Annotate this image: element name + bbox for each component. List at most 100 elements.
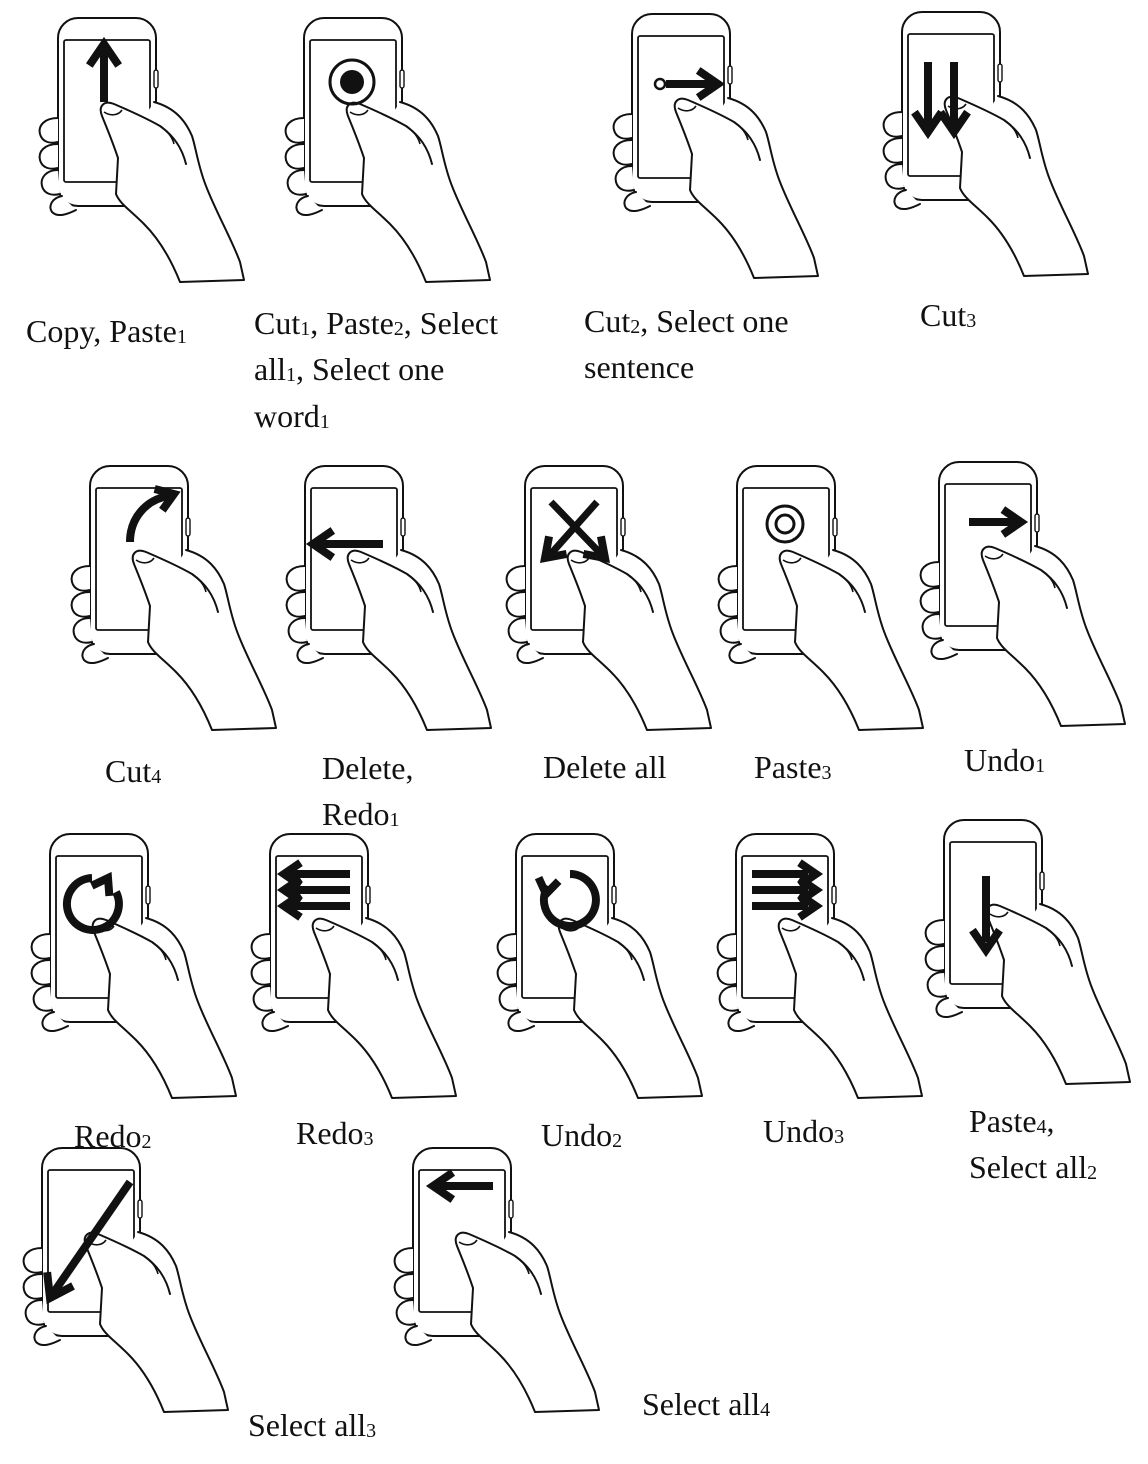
caption-text: Redo (296, 1115, 364, 1151)
finger-1 (882, 111, 903, 138)
finger-2 (285, 591, 306, 618)
gesture-illustration (250, 833, 457, 1099)
finger-2 (30, 959, 51, 986)
finger-4 (727, 1011, 755, 1033)
gesture-caption: Cut4 (105, 748, 161, 794)
finger-2 (250, 959, 271, 986)
gesture-caption: Paste4,Select all2 (969, 1098, 1097, 1191)
caption-line: Cut1, Paste2, Select (254, 300, 498, 346)
caption-subscript: 1 (176, 326, 187, 348)
knuckle-line (191, 573, 207, 593)
gesture-illustration (38, 17, 245, 283)
thumbnail (570, 557, 590, 564)
filled-dot (340, 70, 364, 94)
gesture-illustration (393, 1147, 600, 1413)
hand-holding-phone (38, 17, 245, 283)
phone-side-button (831, 885, 837, 905)
caption-line: Undo3 (763, 1108, 844, 1154)
finger-1 (250, 933, 271, 960)
knuckle-line (151, 941, 167, 961)
finger-3 (498, 985, 519, 1012)
caption-text: Undo (763, 1113, 835, 1149)
finger-1 (70, 565, 91, 592)
caption-text: Cut (254, 305, 301, 341)
finger-3 (32, 985, 53, 1012)
caption-subscript: 1 (300, 318, 311, 340)
hand-holding-phone (30, 833, 237, 1099)
finger-2 (496, 959, 517, 986)
gesture-illustration (284, 17, 491, 283)
gesture-illustration (716, 833, 923, 1099)
caption-text: Select all (248, 1407, 367, 1443)
caption-line: Paste4, (969, 1098, 1097, 1144)
finger-2 (919, 587, 940, 614)
phone-side-button (1039, 871, 1045, 891)
x-scribble-arrow-icon (539, 499, 611, 564)
caption-line: Undo1 (964, 737, 1045, 783)
caption-line: Redo1 (322, 791, 414, 837)
finger-3 (719, 617, 740, 644)
caption-line: Delete, (322, 745, 414, 791)
hand-holding-phone (919, 461, 1126, 727)
hand-holding-phone (284, 17, 491, 283)
knuckle-line (733, 121, 749, 141)
arrowhead (43, 1271, 75, 1305)
finger-2 (924, 945, 945, 972)
finger-3 (24, 1299, 45, 1326)
finger-3 (884, 163, 905, 190)
caption-subscript: 1 (1035, 755, 1046, 777)
finger-3 (287, 617, 308, 644)
caption-text: Paste (969, 1103, 1037, 1139)
phone-side-button (1034, 513, 1040, 533)
caption-text: , Select one (640, 303, 789, 339)
knuckle-line (406, 573, 422, 593)
caption-text: all (254, 351, 286, 388)
finger-4 (516, 643, 544, 665)
arrowhead (90, 871, 114, 897)
gesture-illustration (505, 465, 712, 731)
gesture-caption: Copy, Paste1 (26, 308, 187, 354)
caption-line: Paste3 (754, 744, 832, 790)
caption-subscript: 2 (630, 316, 641, 338)
finger-1 (393, 1247, 414, 1274)
caption-text: , Paste (310, 305, 394, 341)
arrowhead (534, 875, 562, 901)
finger-4 (507, 1011, 535, 1033)
arrowhead (305, 527, 336, 561)
knuckle-line (617, 941, 633, 961)
double-arrow-down-icon (911, 62, 971, 140)
phone-side-button (400, 517, 406, 537)
hand-holding-phone (612, 13, 819, 279)
finger-2 (70, 591, 91, 618)
finger-1 (919, 561, 940, 588)
finger-3 (40, 169, 61, 196)
gesture-illustration (22, 1147, 229, 1413)
thumbnail (989, 911, 1009, 918)
finger-1 (717, 565, 738, 592)
arrow-down-icon (969, 876, 1003, 958)
knuckle-line (159, 125, 175, 145)
knuckle-line (371, 941, 387, 961)
finger-3 (718, 985, 739, 1012)
x-stroke-2 (546, 499, 600, 559)
caption-text: Cut (920, 297, 967, 333)
circle-shaft (63, 874, 123, 934)
finger-4 (930, 639, 958, 661)
finger-3 (252, 985, 273, 1012)
gesture-illustration (30, 833, 237, 1099)
knuckle-line (837, 941, 853, 961)
arrow-right-from-dot-icon (653, 67, 726, 101)
caption-line: Undo2 (541, 1112, 622, 1158)
phone-side-button (727, 65, 733, 85)
phone-side-button (620, 517, 626, 537)
caption-text: Cut (105, 753, 152, 789)
gesture-illustration (717, 465, 924, 731)
circle-shaft (539, 870, 600, 930)
phone-side-button (611, 885, 617, 905)
finger-3 (286, 169, 307, 196)
inner-ring (774, 513, 796, 535)
caption-line: Copy, Paste1 (26, 308, 187, 354)
phone-side-button (997, 63, 1003, 83)
finger-4 (49, 195, 77, 217)
knuckle-line (838, 573, 854, 593)
